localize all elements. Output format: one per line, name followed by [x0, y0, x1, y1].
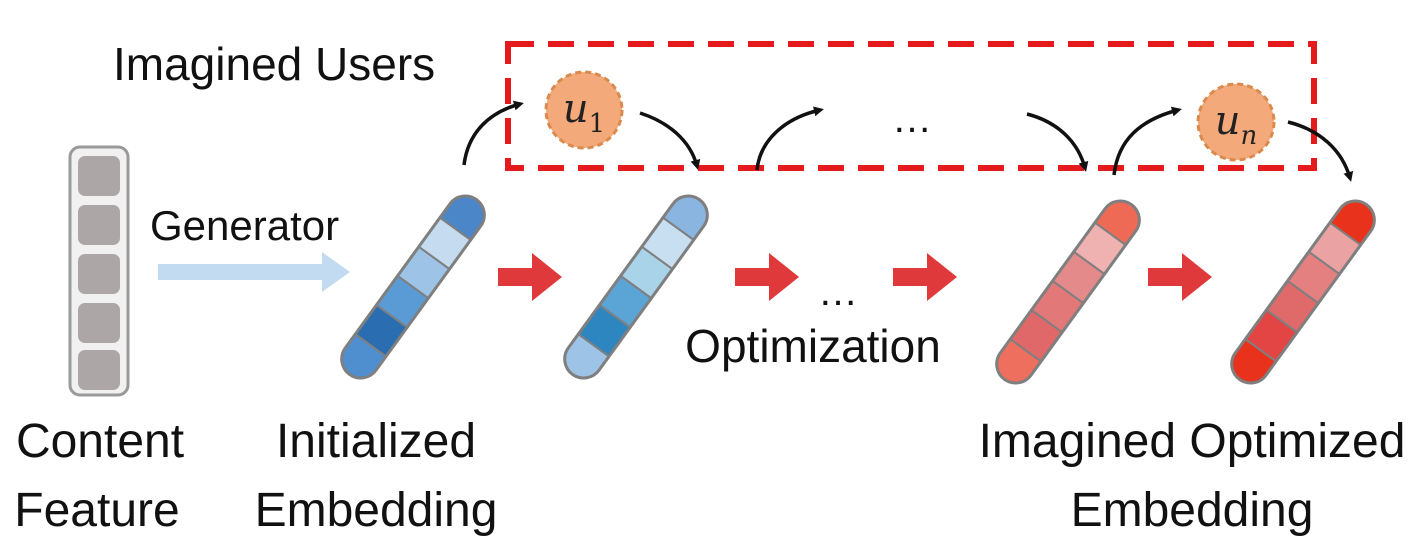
- user-n-label: un: [1215, 98, 1258, 151]
- curved-arrow: [639, 111, 701, 170]
- initialized-embedding: [334, 188, 492, 386]
- imagined-users-region: [505, 41, 1317, 171]
- generator-arrow: [158, 252, 350, 292]
- imagined-optimized-caption-line2: Embedding: [1071, 484, 1314, 537]
- curved-arrow: [1287, 120, 1354, 182]
- curved-arrow: [1026, 112, 1089, 172]
- user-interaction-arrows: [462, 100, 1354, 182]
- content-feature-caption-line2: Feature: [14, 484, 179, 537]
- optimization-arrow: [735, 253, 799, 301]
- optimization-arrow: [498, 253, 562, 301]
- curved-arrow: [462, 100, 524, 166]
- initialized-embedding-caption-line2: Embedding: [255, 484, 498, 537]
- user-1-label: u1: [563, 86, 605, 139]
- curved-arrow: [755, 106, 824, 171]
- content-feature-caption-line1: Content: [16, 415, 184, 468]
- feature-cell: [78, 156, 120, 196]
- optimization-arrows: [498, 253, 1212, 301]
- imagined-users-label: Imagined Users: [113, 38, 435, 90]
- initialized-embedding-caption-line1: Initialized: [276, 415, 476, 468]
- optimization-arrow: [893, 253, 957, 301]
- user-circle: [1196, 82, 1276, 162]
- user-node-n: un: [1196, 82, 1276, 162]
- embedding-outline: [340, 194, 486, 380]
- feature-cell: [78, 303, 120, 343]
- feature-cell: [78, 254, 120, 294]
- feature-cell: [78, 205, 120, 245]
- imagined-intermediate-embedding: [989, 193, 1147, 391]
- imagined-optimized-embedding: [1224, 193, 1382, 391]
- embedding-outline: [563, 194, 709, 380]
- optimization-arrow: [1148, 253, 1212, 301]
- content-feature-vector: [68, 145, 130, 397]
- ellipsis-middle: …: [818, 270, 858, 314]
- embedding-outline: [1230, 199, 1376, 385]
- intermediate-embedding: [557, 188, 715, 386]
- curved-arrow: [1112, 106, 1182, 176]
- embedding-outline: [995, 199, 1141, 385]
- user-circle: [544, 70, 624, 150]
- imagined-optimized-caption-line1: Imagined Optimized: [979, 415, 1406, 468]
- generator-label: Generator: [150, 202, 339, 249]
- user-node-1: u1: [544, 70, 624, 150]
- feature-cell: [78, 350, 120, 390]
- optimization-label: Optimization: [685, 320, 941, 372]
- ellipsis-top: …: [892, 97, 932, 141]
